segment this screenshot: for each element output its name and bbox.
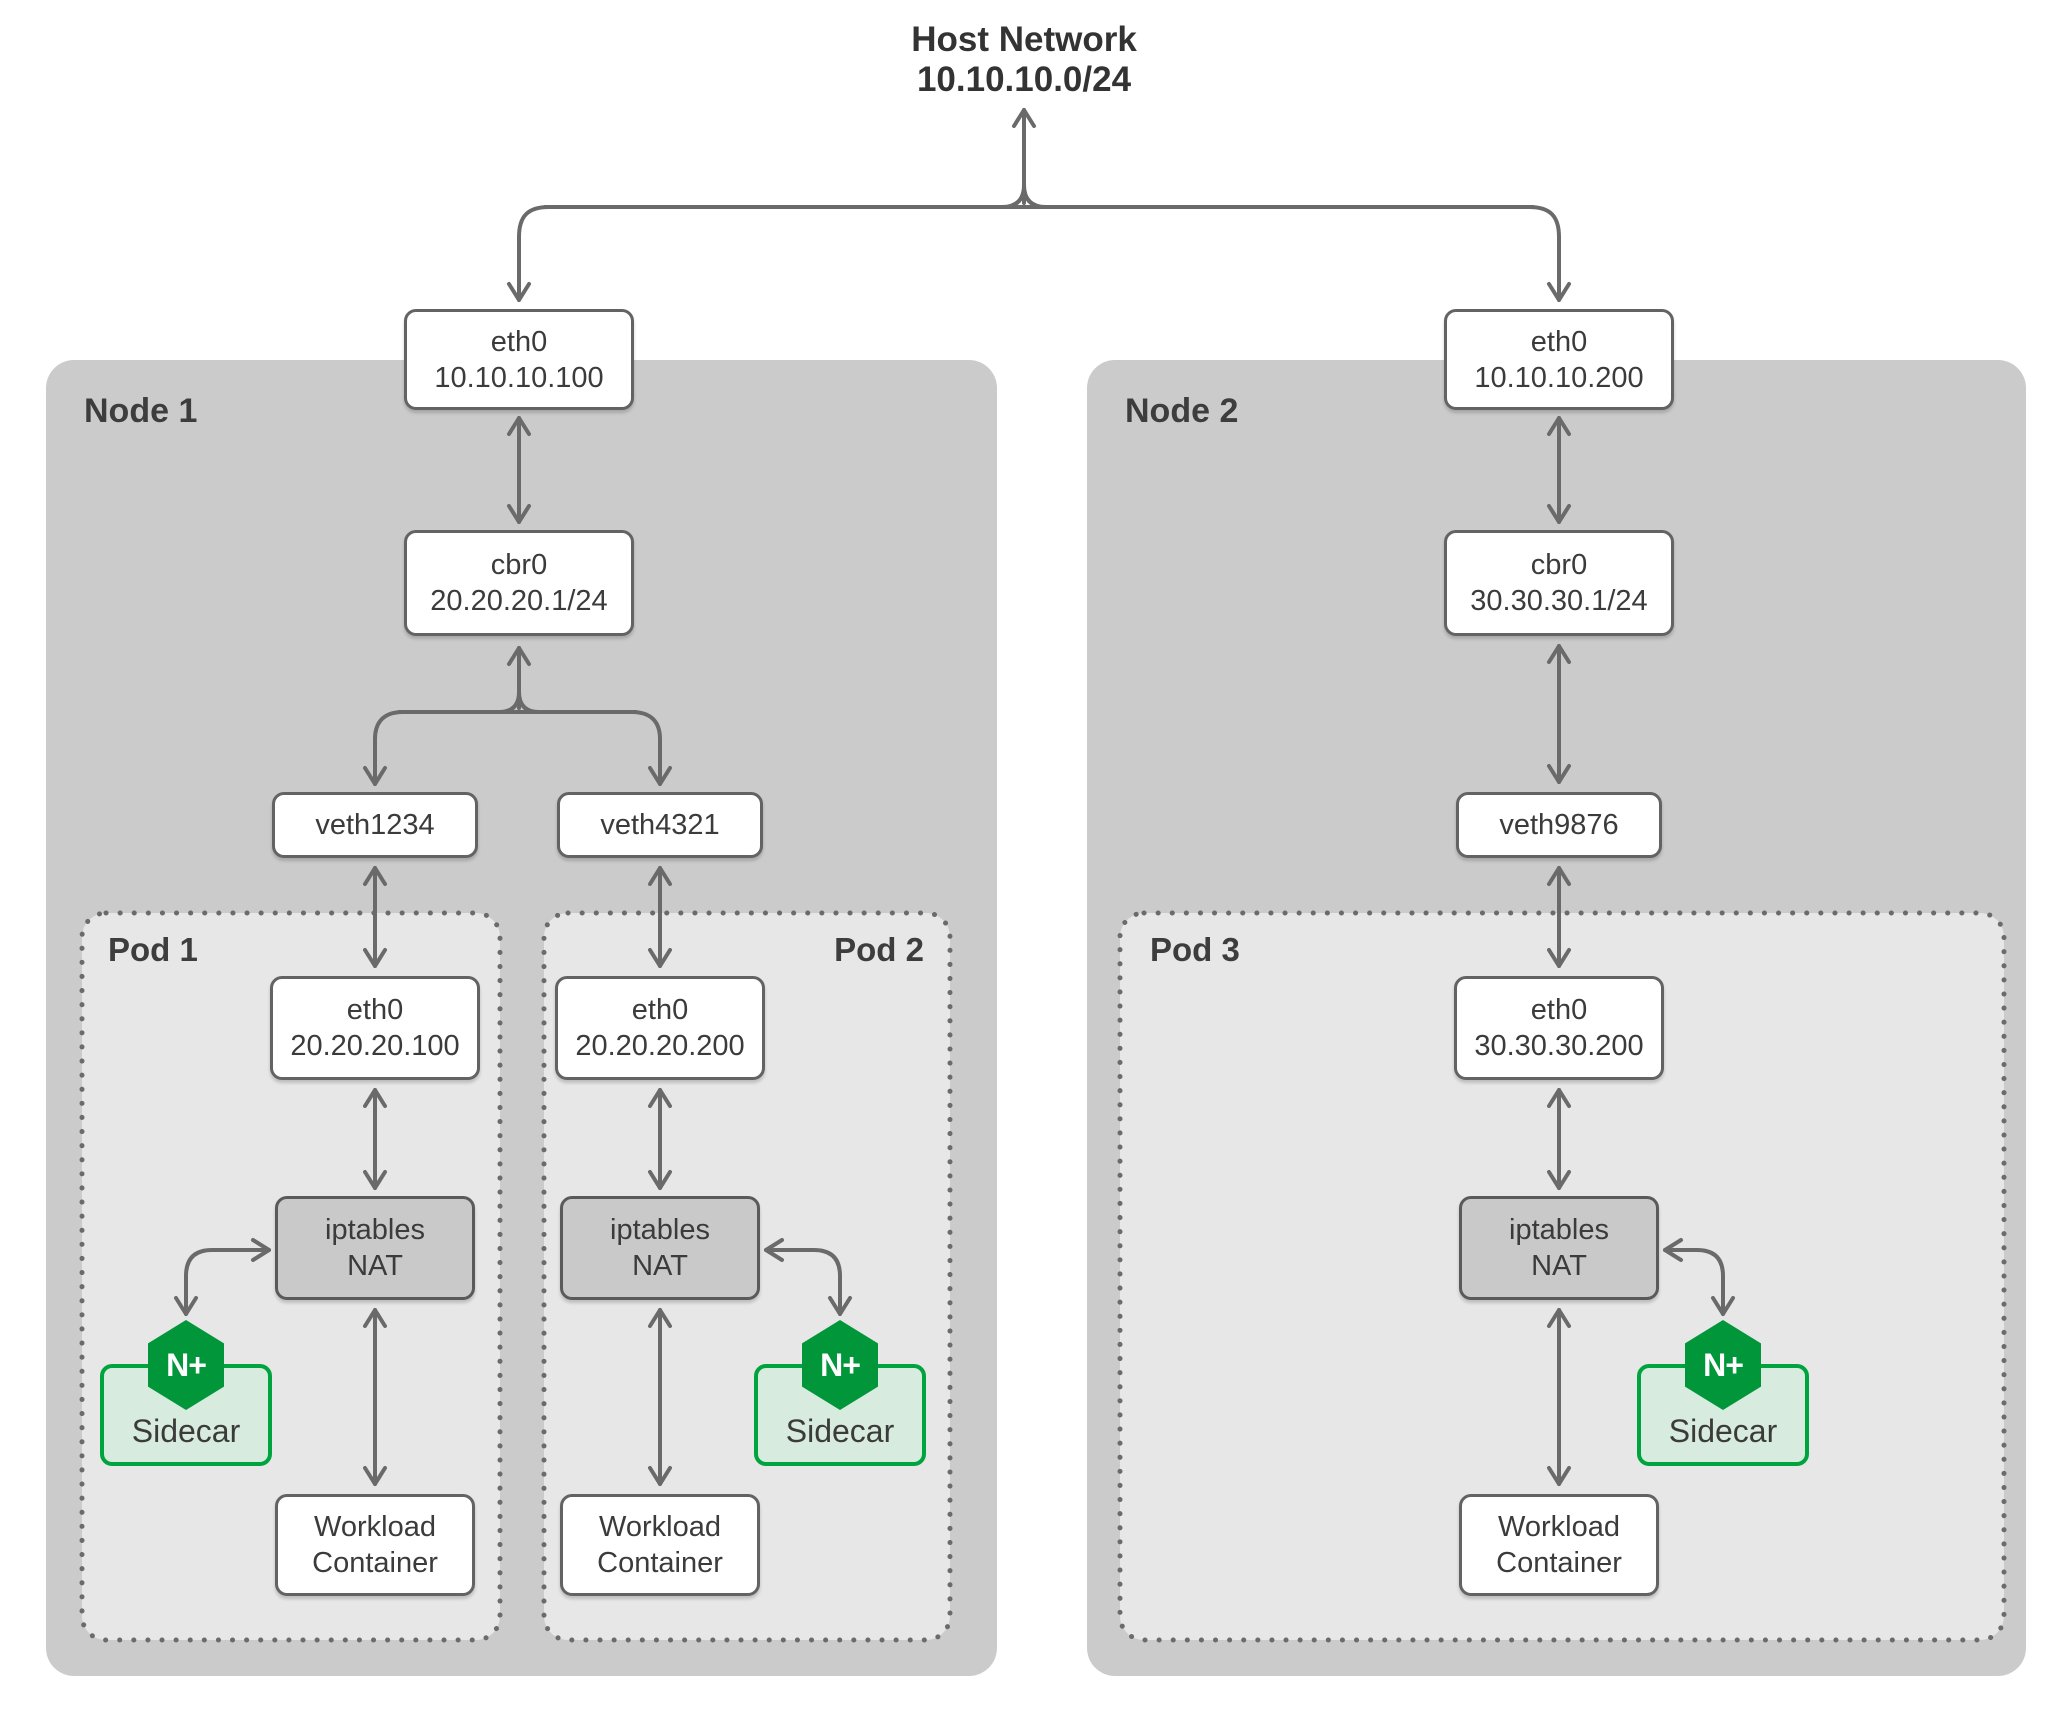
node1-eth0-box: eth0 10.10.10.100 xyxy=(404,309,634,410)
pod3-eth0-name: eth0 xyxy=(1530,994,1588,1026)
cbr0-veth-fork-arrows xyxy=(363,646,672,786)
pod1-nat-line2: NAT xyxy=(347,1250,403,1282)
pod2-eth0-box: eth0 20.20.20.200 xyxy=(555,976,765,1080)
pod2-sidecar-label: Sidecar xyxy=(785,1413,895,1449)
node1-cbr0-cidr: 20.20.20.1/24 xyxy=(430,585,608,617)
pod1-eth0-ip: 20.20.20.100 xyxy=(290,1030,460,1062)
pod2-workload-line2: Container xyxy=(597,1547,723,1579)
pod3-workload-line2: Container xyxy=(1496,1547,1622,1579)
node1-label: Node 1 xyxy=(84,392,198,430)
pod3-nginx-plus-logo-text: N+ xyxy=(1703,1346,1744,1383)
pod-dotted-borders xyxy=(79,910,2007,1643)
veth1234-label: veth1234 xyxy=(315,809,435,841)
pod2-nat-line1: iptables xyxy=(610,1214,710,1246)
pod1-sidecar-label: Sidecar xyxy=(131,1413,241,1449)
node2-cbr0-box: cbr0 30.30.30.1/24 xyxy=(1444,530,1674,636)
node2-eth0-box: eth0 10.10.10.200 xyxy=(1444,309,1674,410)
pod1-label: Pod 1 xyxy=(108,931,198,968)
node2-eth0-ip: 10.10.10.200 xyxy=(1474,361,1644,394)
pod3-nat-line2: NAT xyxy=(1531,1250,1587,1282)
veth9876-label: veth9876 xyxy=(1499,809,1619,841)
veth-pod-eth0-arrows xyxy=(363,866,1571,968)
pod2-nginx-plus-logo-text: N+ xyxy=(820,1346,861,1383)
nat-workload-arrows xyxy=(363,1308,1571,1486)
pod1-eth0-name: eth0 xyxy=(346,994,404,1026)
pod2-workload-container-box: Workload Container xyxy=(560,1494,760,1596)
node2-eth0-name: eth0 xyxy=(1530,325,1588,358)
node2-cbr0-name: cbr0 xyxy=(1530,549,1588,581)
pod2-nat-line2: NAT xyxy=(632,1250,688,1282)
nat-sidecar-arrows xyxy=(174,1238,1735,1316)
pod1-iptables-nat-box: iptables NAT xyxy=(275,1196,475,1300)
host-network-title-line1: Host Network xyxy=(911,20,1137,59)
host-network-title: Host Network 10.10.10.0/24 xyxy=(0,20,2048,100)
pod3-workload-line1: Workload xyxy=(1498,1511,1620,1543)
pod3-sidecar-label: Sidecar xyxy=(1668,1413,1778,1449)
pod3-iptables-nat-box: iptables NAT xyxy=(1459,1196,1659,1300)
node1-eth0-ip: 10.10.10.100 xyxy=(434,361,604,394)
pod-eth0-nat-arrows xyxy=(363,1088,1571,1190)
pod2-workload-line1: Workload xyxy=(599,1511,721,1543)
pod1-workload-line2: Container xyxy=(312,1547,438,1579)
pod3-workload-container-box: Workload Container xyxy=(1459,1494,1659,1596)
pod2-eth0-name: eth0 xyxy=(631,994,689,1026)
pod3-eth0-box: eth0 30.30.30.200 xyxy=(1454,976,1664,1080)
veth4321-box: veth4321 xyxy=(557,792,763,858)
pod2-label: Pod 2 xyxy=(834,931,924,968)
eth0-cbr0-arrows xyxy=(507,416,1571,524)
veth9876-box: veth9876 xyxy=(1456,792,1662,858)
pod2-eth0-ip: 20.20.20.200 xyxy=(575,1030,745,1062)
pod1-eth0-box: eth0 20.20.20.100 xyxy=(270,976,480,1080)
pod2-iptables-nat-box: iptables NAT xyxy=(560,1196,760,1300)
pod1-workload-line1: Workload xyxy=(314,1511,436,1543)
pod1-workload-container-box: Workload Container xyxy=(275,1494,475,1596)
veth4321-label: veth4321 xyxy=(600,809,720,841)
node2-cbr0-cidr: 30.30.30.1/24 xyxy=(1470,585,1648,617)
node1-cbr0-name: cbr0 xyxy=(490,549,548,581)
pod1-nat-line1: iptables xyxy=(325,1214,425,1246)
pod3-nat-line1: iptables xyxy=(1509,1214,1609,1246)
node1-cbr0-box: cbr0 20.20.20.1/24 xyxy=(404,530,634,636)
pod3-eth0-ip: 30.30.30.200 xyxy=(1474,1030,1644,1062)
pod1-nginx-plus-logo-text: N+ xyxy=(166,1346,207,1383)
node1-eth0-name: eth0 xyxy=(490,325,548,358)
node2-label: Node 2 xyxy=(1125,392,1239,430)
host-network-cidr: 10.10.10.0/24 xyxy=(916,60,1132,99)
pod3-label: Pod 3 xyxy=(1150,931,1240,968)
host-network-fork-arrows xyxy=(507,108,1571,302)
veth1234-box: veth1234 xyxy=(272,792,478,858)
